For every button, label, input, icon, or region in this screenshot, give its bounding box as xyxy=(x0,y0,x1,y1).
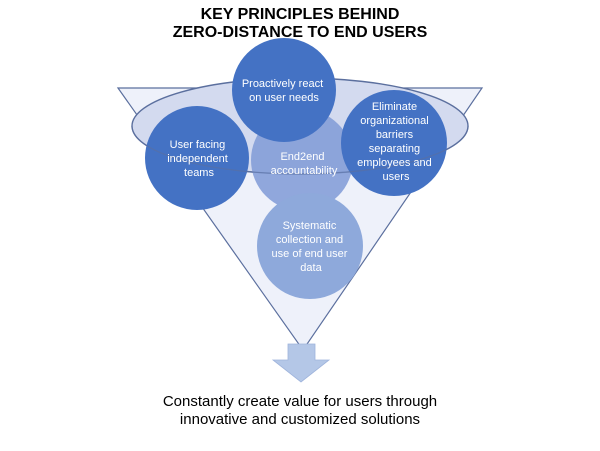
label-proactive-2: on user needs xyxy=(249,92,319,104)
bubble-proactive xyxy=(232,38,336,142)
down-arrow-icon xyxy=(271,343,331,383)
label-systematic-1: Systematic xyxy=(283,220,337,232)
label-systematic-4: data xyxy=(300,262,322,274)
label-proactive: Proactively react on user needs xyxy=(242,78,326,104)
label-systematic-2: collection and xyxy=(276,234,343,246)
label-eliminate-4: separating xyxy=(369,143,420,155)
label-eliminate-6: users xyxy=(383,171,410,183)
label-end2end-2: accountability xyxy=(271,165,338,177)
title-line-1: KEY PRINCIPLES BEHIND xyxy=(200,6,400,23)
label-end2end: End2end accountability xyxy=(271,151,338,177)
label-eliminate-5: employees and xyxy=(357,157,432,169)
diagram-title: KEY PRINCIPLES BEHIND ZERO-DISTANCE TO E… xyxy=(0,6,600,42)
label-eliminate-3: barriers xyxy=(376,129,414,141)
label-systematic: Systematic collection and use of end use… xyxy=(272,220,351,274)
outcome-line-1: Constantly create value for users throug… xyxy=(162,393,438,410)
label-systematic-3: use of end user xyxy=(272,248,348,260)
label-user-facing-3: teams xyxy=(184,167,214,179)
label-eliminate-1: Eliminate xyxy=(372,101,417,113)
label-eliminate-2: organizational xyxy=(360,115,429,127)
outcome-line-2: innovative and customized solutions xyxy=(179,411,421,428)
label-end2end-1: End2end xyxy=(280,151,324,163)
bubble-systematic xyxy=(257,193,363,299)
bubble-eliminate xyxy=(341,90,447,196)
bubble-user-facing xyxy=(145,106,249,210)
label-user-facing: User facing independent teams xyxy=(167,139,231,179)
outcome-statement: Constantly create value for users throug… xyxy=(0,393,600,429)
title-line-2: ZERO-DISTANCE TO END USERS xyxy=(172,24,428,41)
label-eliminate: Eliminate organizational barriers separa… xyxy=(357,101,435,183)
label-proactive-1: Proactively react xyxy=(242,78,323,90)
rim-front-overlay xyxy=(131,125,469,175)
label-user-facing-1: User facing xyxy=(170,139,226,151)
label-user-facing-2: independent xyxy=(167,153,228,165)
